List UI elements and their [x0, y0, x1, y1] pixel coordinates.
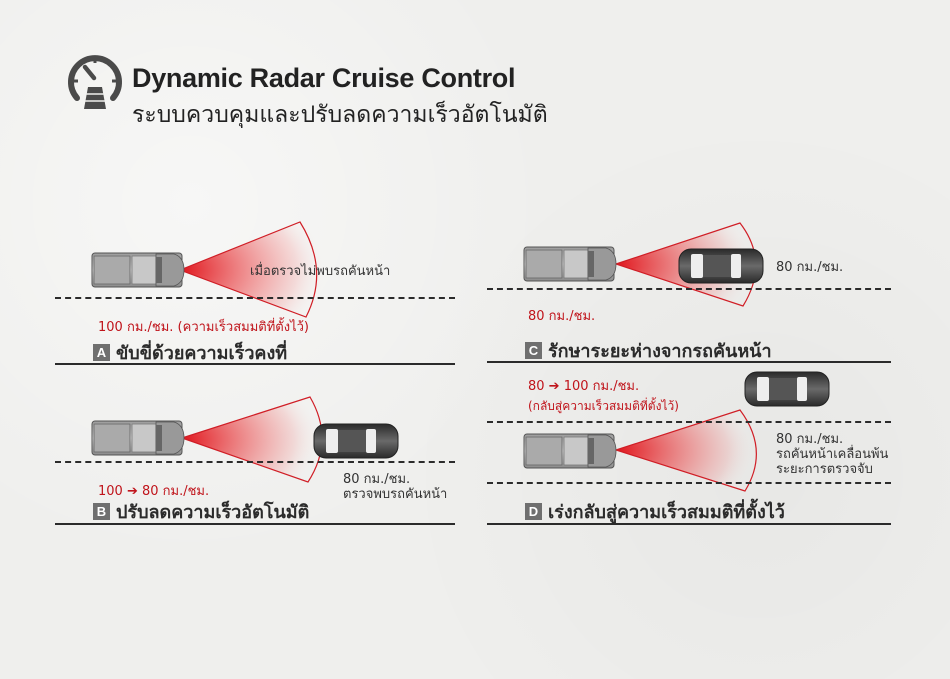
- panel-divider: [55, 363, 455, 365]
- lane-divider: [55, 461, 455, 463]
- own-truck: [91, 420, 185, 456]
- lane-divider: [55, 297, 455, 299]
- panel-divider: [487, 523, 891, 525]
- front-car-note: ตรวจพบรถคันหน้า: [343, 487, 448, 502]
- front-car: [313, 423, 399, 459]
- front-car-note: รถคันหน้าเคลื่อนพ้น: [776, 447, 889, 462]
- radar-note: เมื่อตรวจไม่พบรถคันหน้า: [250, 264, 391, 279]
- panel-badge: D: [525, 503, 542, 520]
- panel-a-label: A ขับขี่ด้วยความเร็วคงที่: [93, 338, 287, 367]
- own-speed: 100 ➔ 80 กม./ชม.: [98, 484, 210, 499]
- front-car-speed: 80 กม./ชม.: [776, 260, 844, 275]
- panel-title: ขับขี่ด้วยความเร็วคงที่: [116, 343, 288, 364]
- lane-divider: [487, 288, 891, 290]
- front-car: [678, 248, 764, 284]
- front-car-note: ระยะการตรวจจับ: [776, 462, 873, 477]
- front-car-departed: [744, 371, 830, 407]
- radar-range-outline: [614, 409, 757, 492]
- front-car-speed: 80 กม./ชม.: [343, 472, 411, 487]
- panel-badge: C: [525, 342, 542, 359]
- panel-c-label: C รักษาระยะห่างจากรถคันหน้า: [525, 336, 772, 365]
- panel-badge: B: [93, 503, 110, 520]
- panel-badge: A: [93, 344, 110, 361]
- panel-c-scene: [523, 222, 764, 307]
- own-speed: 100 กม./ชม. (ความเร็วสมมติที่ตั้งไว้): [98, 320, 310, 335]
- radar-range-outline: [178, 221, 318, 318]
- panel-d-scene: [523, 371, 830, 492]
- radar-beam: [180, 222, 327, 317]
- own-truck: [91, 252, 185, 288]
- panel-divider: [487, 361, 891, 363]
- panel-title: เร่งกลับสู่ความเร็วสมมติที่ตั้งไว้: [548, 502, 785, 523]
- panel-title: รักษาระยะห่างจากรถคันหน้า: [548, 341, 772, 362]
- lane-divider: [487, 421, 891, 423]
- page-title: Dynamic Radar Cruise Control: [132, 63, 516, 93]
- panel-title: ปรับลดความเร็วอัตโนมัติ: [116, 502, 310, 523]
- panel-a-scene: [91, 221, 327, 318]
- speedometer-road-icon: [64, 51, 126, 113]
- own-speed: 80 ➔ 100 กม./ชม.: [528, 379, 640, 394]
- own-speed: 80 กม./ชม.: [528, 309, 596, 324]
- front-car-speed: 80 กม./ชม.: [776, 432, 844, 447]
- own-speed-note: (กลับสู่ความเร็วสมมติที่ตั้งไว้): [528, 399, 679, 413]
- own-truck: [523, 246, 617, 282]
- radar-beam: [616, 410, 757, 491]
- own-truck: [523, 433, 617, 469]
- lane-divider: [487, 482, 891, 484]
- page-subtitle: ระบบควบคุมและปรับลดความเร็วอัตโนมัติ: [132, 102, 548, 128]
- panel-b-label: B ปรับลดความเร็วอัตโนมัติ: [93, 497, 309, 526]
- radar-beam: [182, 397, 323, 482]
- panel-b-scene: [91, 396, 399, 483]
- panel-divider: [55, 523, 455, 525]
- panel-d-label: D เร่งกลับสู่ความเร็วสมมติที่ตั้งไว้: [525, 497, 785, 526]
